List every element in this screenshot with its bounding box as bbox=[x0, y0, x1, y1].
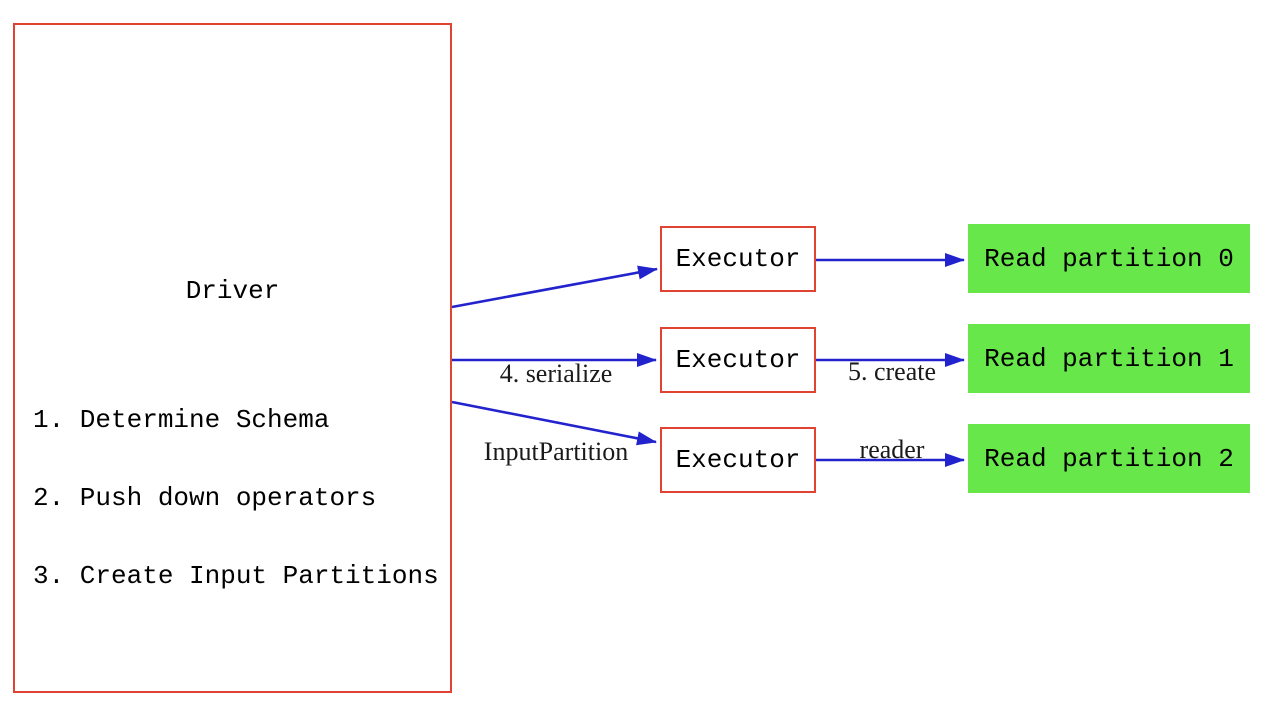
executor-2-label: Executor bbox=[675, 345, 801, 375]
read-partition-0-label: Read partition 0 bbox=[984, 243, 1234, 274]
driver-step-1: 1. Determine Schema bbox=[33, 405, 330, 435]
arrow-driver-to-executor-1 bbox=[451, 265, 658, 309]
executor-box-2: Executor bbox=[660, 327, 816, 393]
read-partition-2-box: Read partition 2 bbox=[968, 424, 1250, 493]
serialize-inputpartition-edge-label: 4. serialize InputPartition bbox=[446, 309, 666, 517]
create-reader-edge-label-line2: reader bbox=[859, 435, 925, 464]
read-partition-0-box: Read partition 0 bbox=[968, 224, 1250, 293]
driver-step-3: 3. Create Input Partitions bbox=[33, 561, 439, 591]
serialize-edge-label-line2: InputPartition bbox=[483, 437, 629, 466]
executor-1-label: Executor bbox=[675, 244, 801, 274]
executor-box-3: Executor bbox=[660, 427, 816, 493]
executor-box-1: Executor bbox=[660, 226, 816, 292]
driver-step-2: 2. Push down operators bbox=[33, 483, 377, 513]
create-reader-edge-label-line1: 5. create bbox=[847, 357, 937, 386]
driver-title: Driver bbox=[185, 276, 280, 306]
create-reader-edge-label: 5. create reader bbox=[816, 307, 968, 515]
driver-steps-list: 1. Determine Schema 2. Push down operato… bbox=[33, 355, 439, 641]
driver-box: Driver 1. Determine Schema 2. Push down … bbox=[13, 23, 452, 693]
serialize-edge-label-line1: 4. serialize bbox=[499, 359, 613, 388]
read-partition-1-label: Read partition 1 bbox=[984, 343, 1234, 374]
read-partition-2-label: Read partition 2 bbox=[984, 443, 1234, 474]
executor-3-label: Executor bbox=[675, 445, 801, 475]
read-partition-1-box: Read partition 1 bbox=[968, 324, 1250, 393]
